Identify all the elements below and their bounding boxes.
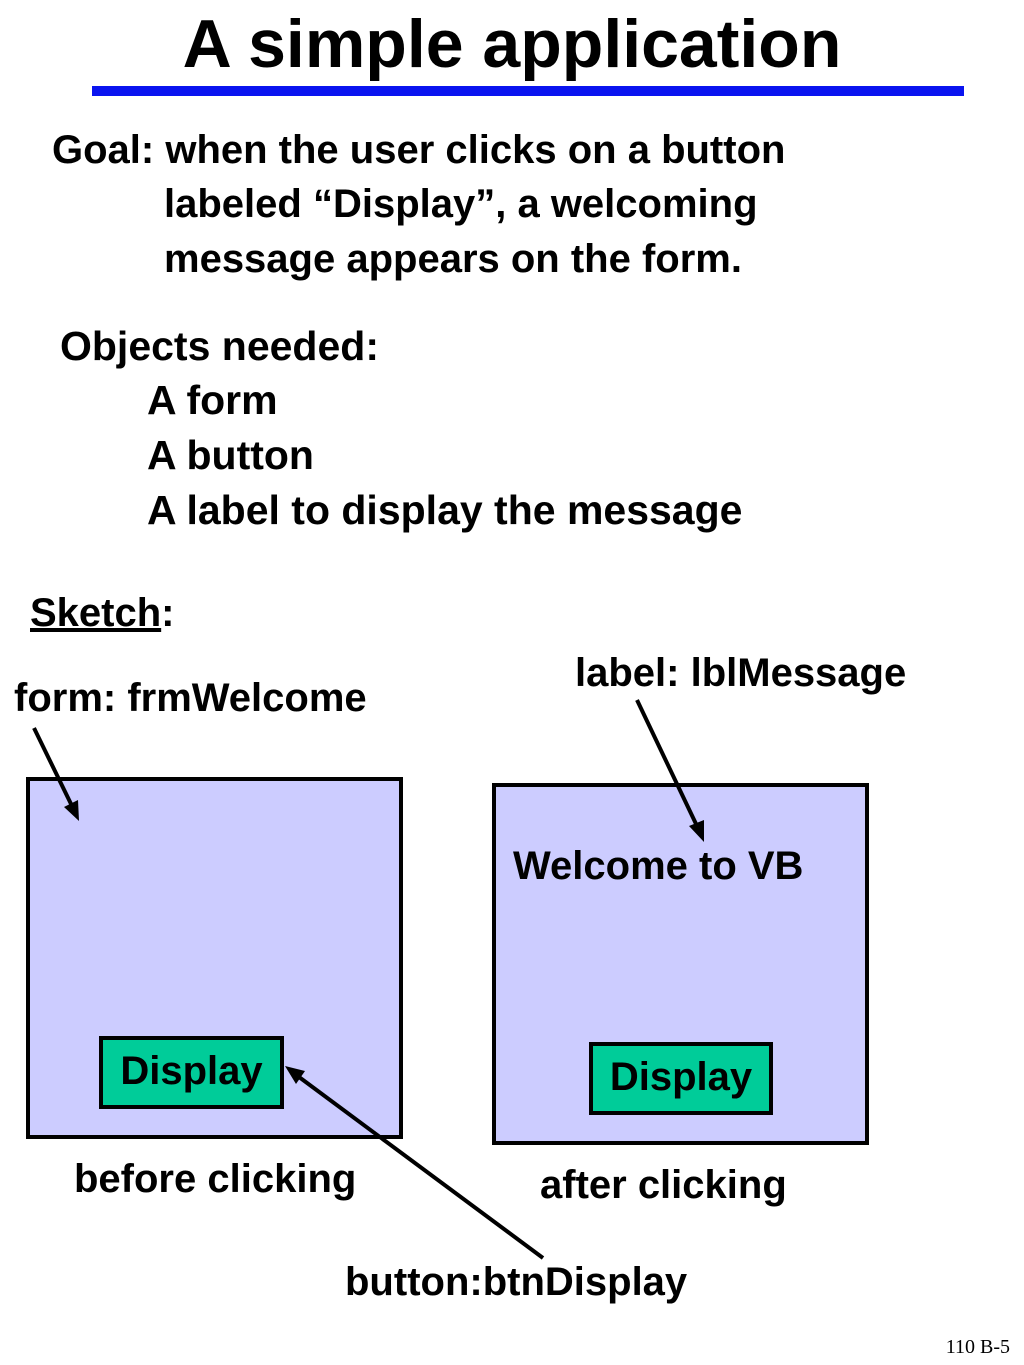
slide-number: 110 B-5 bbox=[945, 1336, 1010, 1358]
objects-item-button: A button bbox=[147, 432, 314, 478]
sketch-heading-word: Sketch bbox=[30, 591, 162, 635]
goal-line-3: message appears on the form. bbox=[164, 237, 742, 281]
title-underline bbox=[92, 86, 964, 96]
objects-heading: Objects needed: bbox=[60, 323, 379, 369]
sketch-heading-colon: : bbox=[161, 591, 175, 635]
button-callout: button:btnDisplay bbox=[345, 1260, 688, 1304]
caption-after: after clicking bbox=[540, 1163, 787, 1207]
form-callout: form: frmWelcome bbox=[14, 676, 367, 720]
page-title: A simple application bbox=[182, 6, 842, 82]
objects-item-label: A label to display the message bbox=[147, 487, 743, 533]
display-button-before[interactable]: Display bbox=[99, 1036, 284, 1109]
label-callout: label: lblMessage bbox=[575, 651, 907, 695]
goal-line-2: labeled “Display”, a welcoming bbox=[164, 182, 758, 226]
display-button-after[interactable]: Display bbox=[589, 1042, 773, 1115]
goal-line-1: Goal: when the user clicks on a button bbox=[52, 128, 786, 172]
objects-item-form: A form bbox=[147, 377, 278, 423]
caption-before: before clicking bbox=[74, 1157, 357, 1201]
sketch-heading: Sketch: bbox=[30, 589, 175, 637]
welcome-message-label: Welcome to VB bbox=[513, 844, 804, 888]
